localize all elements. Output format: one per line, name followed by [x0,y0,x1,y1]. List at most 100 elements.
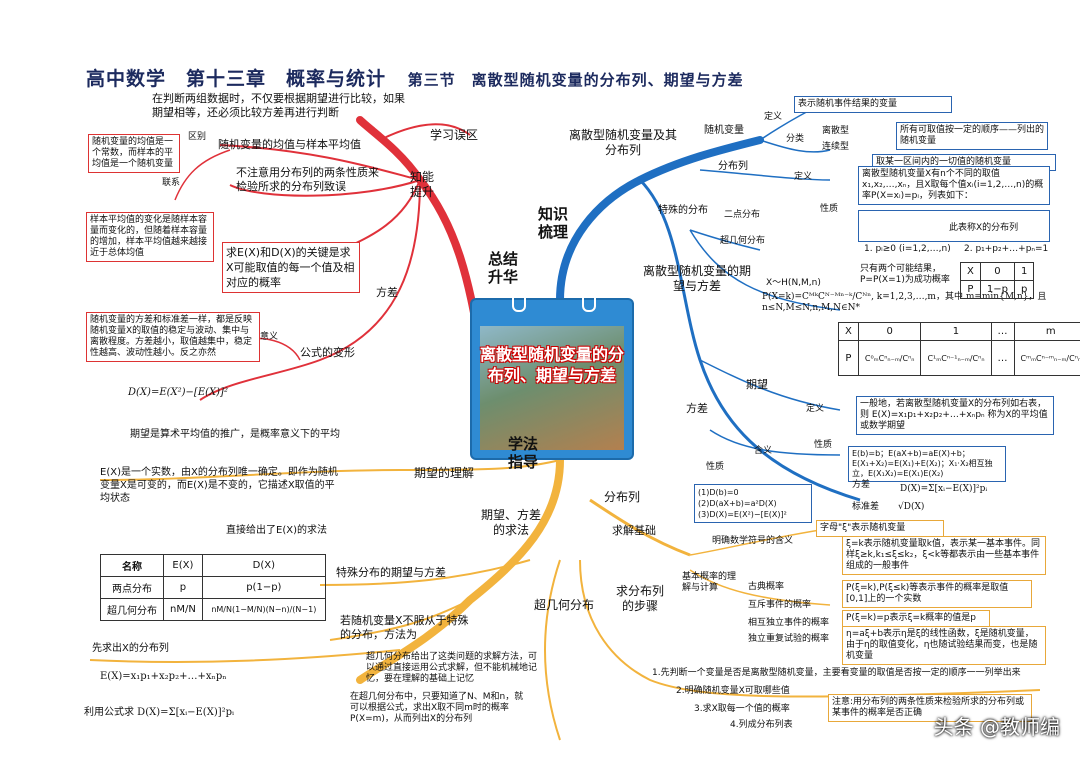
node-zhineng-tisheng: 知能提升 [410,170,435,199]
hyper-note-1: 超几何分布给出了这类问题的求解方法，可以通过直接运用公式求解，但不能机械地记忆，… [366,652,538,684]
box-qubie: 随机变量的均值是一个常数，而样本的平均值是一个随机变量 [88,134,180,173]
cell: D(X) [201,554,326,577]
center-node: 离散型随机变量的分布列、期望与方差 [472,292,632,458]
node-special-exp: 特殊分布的期望与方差 [336,566,446,579]
cell: CᵐₘCⁿ⁻ᵐₙ₋ₘ/Cⁿₙ [1013,340,1080,376]
cell: X [960,262,981,281]
box-key-point: 求E(X)和D(X)的关键是求X可能取值的每一个值及相对应的概率 [222,242,360,293]
node-method-title: 期望、方差的求法 [480,508,541,537]
node-hypergeo-orange: 超几何分布 [534,598,595,612]
node-basic-prob: 基本概率的理解与计算 [682,572,737,593]
node-formula-transform: 公式的变形 [300,346,355,359]
two-point-table: X 0 1 P 1−p p [960,262,1035,299]
red-branch-main [356,116,484,349]
cell: E(X) [163,554,203,577]
cell: p(1−p) [201,576,326,599]
box-lianxi: 样本平均值的变化是随样本容量而变化的，但随着样本容量的增加，样本平均值越来越接近… [86,212,214,262]
node-mutual: 互斥事件的概率 [748,600,812,610]
formula-dx-orange: 利用公式求 D(X)=Σ[xᵢ−E(X)]²pᵢ [84,707,235,718]
label-xingzhi-3: 性质 [706,462,725,472]
node-hypergeo: 超几何分布 [720,236,766,246]
fangcha-formula: D(X)=Σ[xᵢ−E(X)]²pᵢ [900,484,988,494]
box-sym5: η=aξ+b表示η是ξ的线性函数，ξ是随机变量，由于η的取值变化，η也随试验结果… [842,626,1046,665]
node-fenbulie-orange: 分布列 [604,490,641,504]
center-image [480,326,624,450]
node-mean-compare: 随机变量的均值与样本平均值 [218,138,361,151]
cell: 名称 [100,554,164,577]
label-fangcha-formula: 方差 [852,480,871,490]
step-3: 3.求X取每一个值的概率 [694,704,790,714]
binder-ring [582,292,596,312]
node-mean-understanding: 期望的理解 [414,466,475,480]
blue-branch-main [556,136,764,304]
step-2: 2.明确随机变量X可取哪些值 [676,686,790,696]
table-row: 超几何分布 nM/N nM/N(1−M/N)(N−n)/(N−1) [100,598,326,621]
box-dist-def: 离散型随机变量X有n个不同的取值x₁,x₂,…,xₙ，且X取每个值xᵢ(i=1,… [858,166,1050,205]
cell: … [990,340,1015,376]
node-exp-var: 离散型随机变量的期望与方差 [642,264,751,293]
label-lianxi: 联系 [162,178,181,188]
step-a: 先求出X的分布列 [92,643,169,654]
node-xuexi-wuqu: 学习误区 [430,128,479,142]
node-classic: 古典概率 [748,582,785,592]
cell: X [838,322,859,341]
table-row: 两点分布 p p(1−p) [100,576,326,599]
node-fangcha: 方差 [376,286,398,299]
label-biaozhuncha: 标准差 [852,502,880,512]
mean-line-1: 期望是算术平均值的推广，是概率意义下的平均 [130,429,340,440]
box-dist-table: 此表称X的分布列 [858,210,1050,242]
node-special-dist: 特殊的分布 [658,205,708,216]
mean-line-2: E(X)是一个实数，由X的分布列唯一确定。即作为随机变量X是可变的，而E(X)是… [100,467,338,504]
node-symbol-meaning: 明确数学符号的含义 [712,536,794,546]
node-independent: 相互独立事件的概率 [748,618,830,628]
cell: C⁰ₘCⁿₙ₋ₘ/Cⁿₙ [857,340,922,376]
note-distribution-check: 不注意用分布列的两条性质来检验所求的分布列致误 [236,166,379,193]
node-steps-title: 求分布列的步骤 [615,584,664,613]
box-sym3: P(ξ=k),P(ξ≤k)等表示事件的概率是取值[0,1]上的一个实数 [842,580,1032,608]
box-qiwang-xingzhi: E(b)=b；E(aX+b)=aE(X)+b；E(X₁+X₂)=E(X₁)+E(… [848,446,1006,482]
node-repeat: 独立重复试验的概率 [748,634,830,644]
cell: 0 [979,262,1015,281]
box-lisan: 所有可取值按一定的顺序——列出的随机变量 [896,122,1048,150]
node-qiujie-jichu: 求解基础 [612,524,656,537]
hyper-row-x: X 0 1 … m [838,322,1080,341]
cell: 超几何分布 [100,598,164,621]
cell: 两点分布 [100,576,164,599]
label-lisan: 离散型 [822,126,850,136]
cell: nM/N [163,598,203,621]
hypergeo-table: X 0 1 … m P C⁰ₘCⁿₙ₋ₘ/Cⁿₙ C¹ₘCⁿ⁻¹ₙ₋ₘ/Cⁿₙ … [838,322,1080,376]
node-fenbulie: 分布列 [718,161,748,172]
cell: 0 [857,322,922,341]
node-qiwang: 期望 [746,378,768,391]
box-var-props: (1)D(b)=0 (2)D(aX+b)=a²D(X) (3)D(X)=E(X²… [694,484,812,523]
branch-summary: 总结升华 [488,250,519,286]
cell: 1 [920,322,992,341]
label-hanyi: 含义 [754,446,773,456]
cell: P [838,340,859,376]
formula-ex: E(X)=x₁p₁+x₂p₂+…+xₙpₙ [100,671,227,682]
page-title: 高中数学 第十三章 概率与统计 第三节 离散型随机变量的分布列、期望与方差 [86,64,744,91]
node-suiji-bianliang: 随机变量 [704,125,744,136]
center-title: 离散型随机变量的分布列、期望与方差 [480,345,625,385]
cell: C¹ₘCⁿ⁻¹ₙ₋ₘ/Cⁿₙ [920,340,992,376]
label-yiyi: 意义 [260,332,279,342]
exp-var-table: 名称 E(X) D(X) 两点分布 p p(1−p) 超几何分布 nM/N nM… [100,554,326,621]
box-yiyi: 随机变量的方差和标准差一样，都是反映随机变量X的取值的稳定与波动、集中与离散程度… [86,312,260,362]
hyper-note-2: 在超几何分布中，只要知道了N、M和n，就可以根据公式，求出X取不同m时的概率P(… [350,692,524,724]
cell: 1−p [979,280,1015,299]
hypergeo-notation: X～H(N,M,n) [766,278,821,288]
prop-1: 1. pᵢ≥0 (i=1,2,…,n) [864,244,951,254]
step-4: 4.列成分布列表 [730,720,793,730]
cell: p [163,576,203,599]
node-random-var-dist: 离散型随机变量及其分布列 [568,128,677,157]
box-def: 表示随机事件结果的变量 [794,96,952,113]
box-step-note: 注意:用分布列的两条性质来检验所求的分布列或某事件的概率是否正确 [828,694,1032,722]
orange-branch-main [356,456,564,684]
cell: m [1013,322,1080,341]
table-head: 名称 E(X) D(X) [100,554,326,577]
binder-ring [512,292,526,312]
cell: P [960,280,981,299]
mean-line-3: 直接给出了E(X)的求法 [226,525,327,536]
step-1: 1.先判断一个变量是否是离散型随机变量，主要看变量的取值是否按一定的顺序一一列举… [652,668,1021,678]
